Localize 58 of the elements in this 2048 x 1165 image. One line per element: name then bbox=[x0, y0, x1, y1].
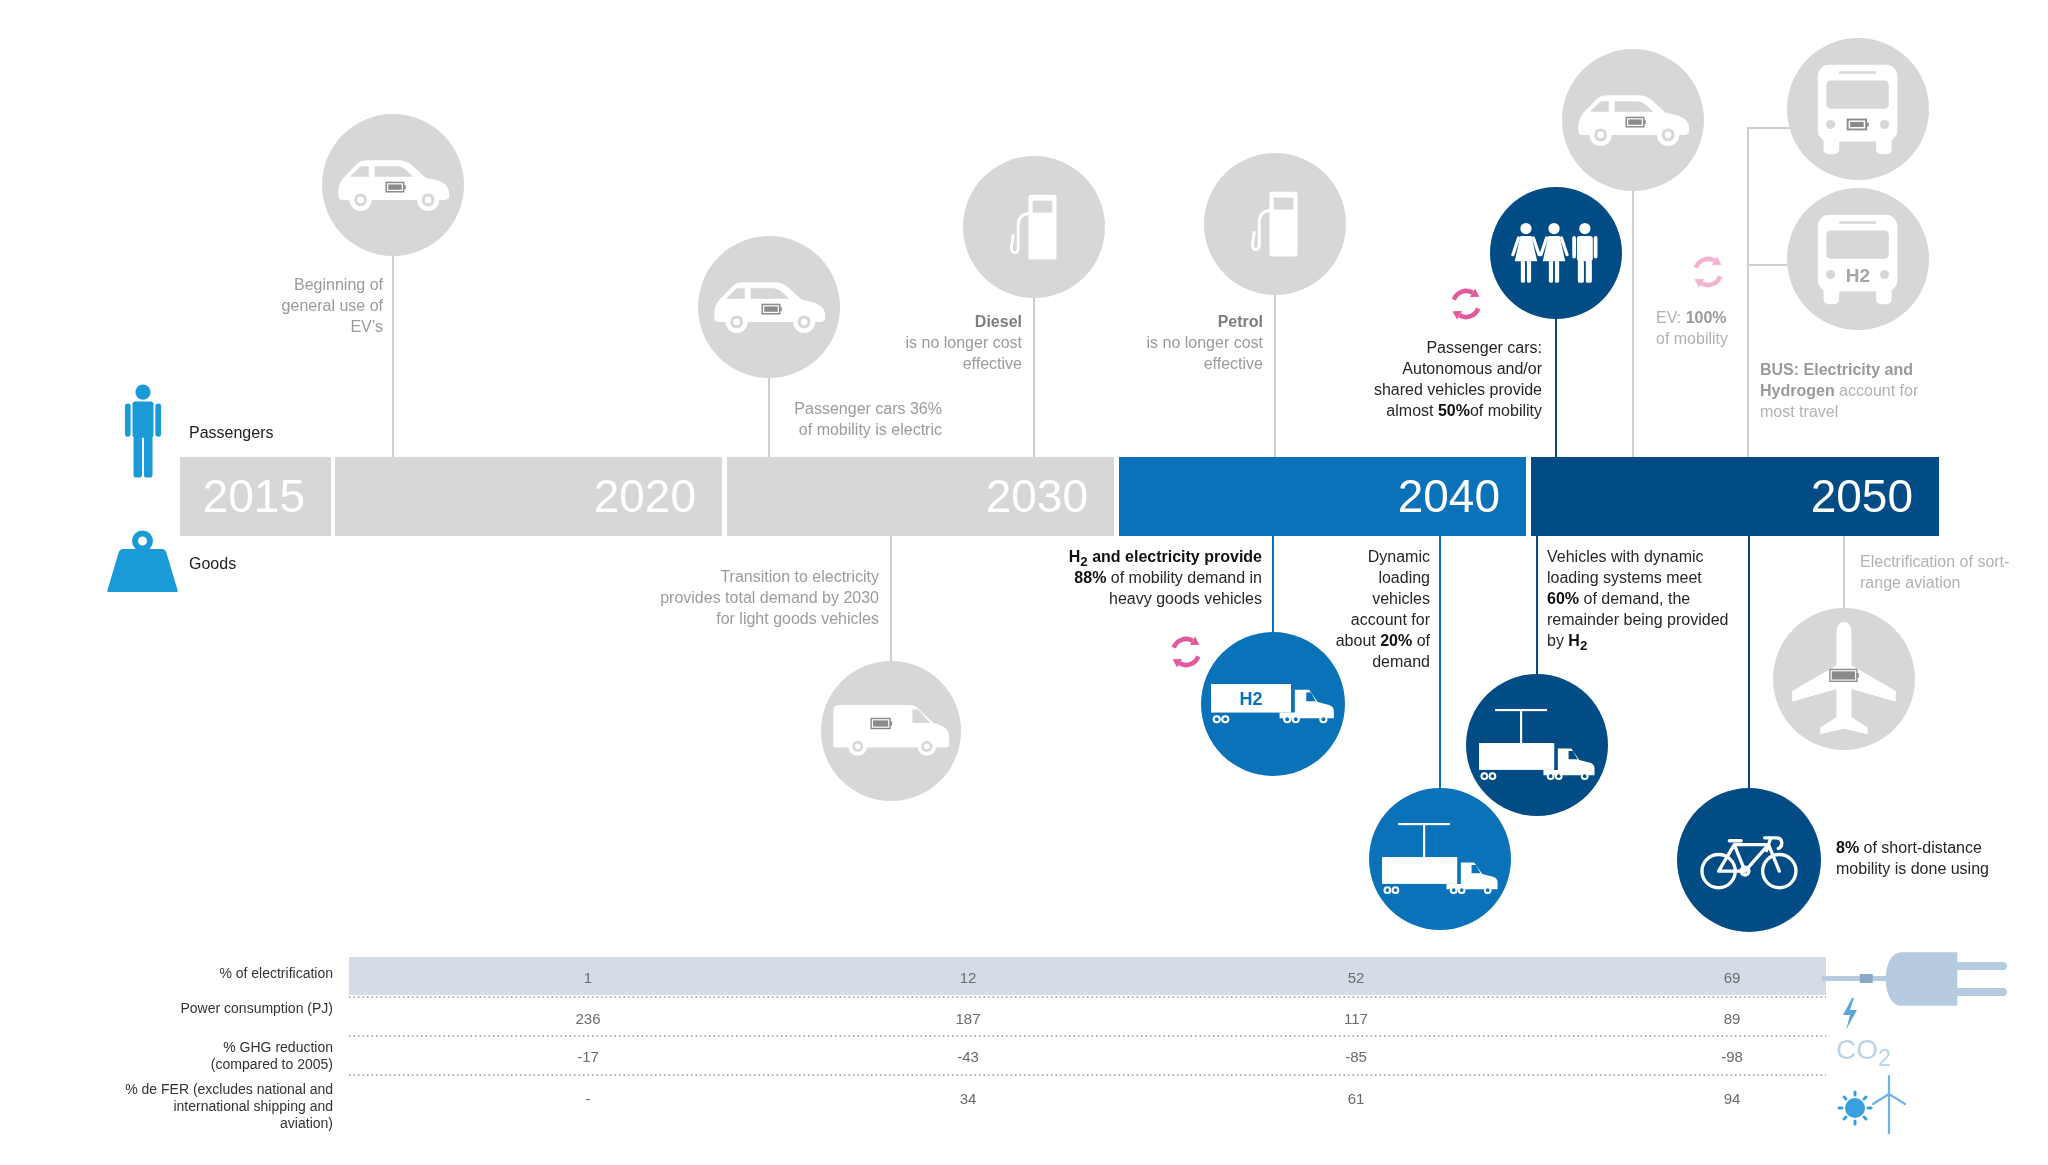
milestone-caption: Beginning of general use of EV’s bbox=[280, 275, 383, 337]
co2-label: CO$_{2}$ bbox=[1836, 1034, 1892, 1066]
fuel-label: H2 bbox=[1239, 689, 1263, 708]
year-label: 2040 bbox=[1397, 469, 1500, 524]
row-label: % of electrification bbox=[218, 965, 333, 982]
table-value: 34 bbox=[958, 1089, 978, 1109]
connector-line bbox=[1536, 535, 1538, 675]
connector-line bbox=[1747, 264, 1789, 458]
connector-line bbox=[1274, 294, 1276, 458]
connector-line bbox=[1748, 535, 1750, 789]
row-label: Power consumption (PJ) bbox=[179, 1000, 333, 1017]
table-value: -43 bbox=[956, 1047, 980, 1067]
table-value: 61 bbox=[1346, 1089, 1366, 1109]
milestone-caption: BUS: Electricity and Hydrogen account for most travel bbox=[1760, 360, 1920, 422]
connector-line bbox=[1555, 318, 1557, 458]
table-value: - bbox=[584, 1089, 592, 1109]
table-value: 52 bbox=[1346, 968, 1366, 988]
timeline-segment bbox=[335, 457, 722, 536]
milestone-caption: Petrol is no longer cost effective bbox=[1145, 312, 1263, 374]
timeline-segment bbox=[1531, 457, 1939, 536]
table-value: 1 bbox=[582, 968, 594, 988]
connector-line bbox=[392, 255, 394, 458]
category-label: Goods bbox=[189, 554, 238, 574]
table-value: 117 bbox=[1343, 1009, 1369, 1029]
table-value: -85 bbox=[1344, 1047, 1368, 1067]
timeline-segment bbox=[727, 457, 1114, 536]
category-label: Passengers bbox=[189, 423, 275, 443]
connector-line bbox=[1439, 535, 1441, 789]
milestone-caption: EV: 100% of mobility bbox=[1656, 308, 1730, 349]
year-label: 2050 bbox=[1810, 469, 1913, 524]
milestone-caption: Electrification of sort-range aviation bbox=[1860, 552, 2010, 593]
connector-line bbox=[890, 535, 892, 662]
milestone-caption: 8% of short-distance mobility is done using bbox=[1836, 838, 1990, 879]
timeline-segment bbox=[180, 457, 331, 536]
milestone-caption: Transition to electricity provides total demand by 2030 for light goods vehicles bbox=[659, 567, 879, 629]
connector-line bbox=[1632, 190, 1634, 458]
milestone-caption: H$_{2}$ and electricity provide 88% of mobility demand in heavy goods vehicles bbox=[1067, 547, 1262, 609]
connector-line bbox=[1033, 297, 1035, 458]
connector-line bbox=[1843, 535, 1845, 609]
table-value: -98 bbox=[1720, 1047, 1744, 1067]
fuel-label: H2 bbox=[1845, 265, 1871, 285]
table-value: 89 bbox=[1722, 1009, 1742, 1029]
milestone-caption: Vehicles with dynamic loading systems meet 60% of demand, the remainder being provided by H$_{2}$ bbox=[1547, 547, 1730, 651]
connector-line bbox=[768, 377, 770, 458]
timeline-segment bbox=[1119, 457, 1526, 536]
table-value: 187 bbox=[954, 1009, 982, 1029]
milestone-caption: Diesel is no longer cost effective bbox=[904, 312, 1022, 374]
table-value: 12 bbox=[958, 968, 978, 988]
milestone-caption: Dynamic loading vehicles account for about 20% of demand bbox=[1334, 547, 1430, 672]
table-value: 236 bbox=[574, 1009, 602, 1029]
milestone-caption: Passenger cars: Autonomous and/or shared vehicles provide almost 50%of mobility bbox=[1372, 338, 1542, 421]
table-value: 69 bbox=[1722, 968, 1742, 988]
row-label: % de FER (excludes national and international shipping and aviation) bbox=[124, 1081, 333, 1132]
table-value: 94 bbox=[1722, 1089, 1742, 1109]
connector-line bbox=[1272, 535, 1274, 633]
table-value: -17 bbox=[576, 1047, 600, 1067]
milestone-caption: Passenger cars 36% of mobility is electric bbox=[793, 399, 942, 440]
row-label: % GHG reduction (compared to 2005) bbox=[209, 1039, 333, 1073]
